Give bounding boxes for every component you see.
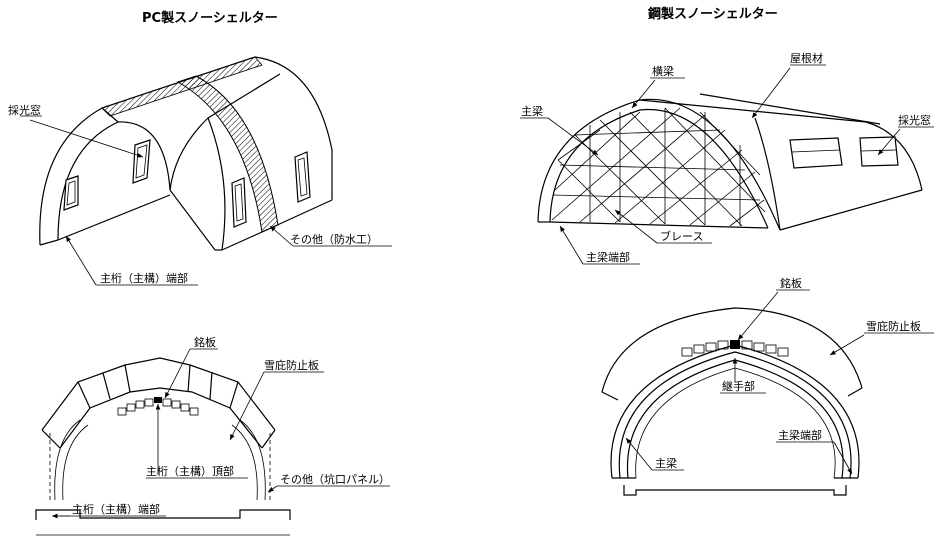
steel-joint-label: 継手部 <box>722 379 755 393</box>
steel-mainbeam-sec-label: 主梁 <box>655 456 677 470</box>
pc-girder-end-sec-label: 主桁（主構）端部 <box>72 502 160 516</box>
steel-shelter-section <box>601 307 863 496</box>
steel-mainbeam-end-sec-leader <box>833 441 853 475</box>
pc-snowguard-label: 雪庇防止板 <box>264 358 319 372</box>
steel-mainbeam-sec-leader <box>625 437 653 471</box>
pc-shelter-section <box>35 357 291 536</box>
steel-mainbeam-label: 主梁 <box>521 104 543 118</box>
pc-skylight-leader <box>29 119 144 158</box>
pc-shelter-3d <box>39 56 333 251</box>
pc-other-portal-label: その他（坑口パネル） <box>280 472 390 486</box>
pc-nameplate-leader <box>164 348 191 399</box>
steel-nameplate-leader <box>737 291 779 341</box>
steel-crossbeam-leader <box>631 79 656 109</box>
pc-girder-top-label: 主桁（主構）頂部 <box>146 464 234 478</box>
pc-skylight-label: 採光窓 <box>8 103 41 117</box>
steel-mainbeam-end-leader <box>559 225 584 265</box>
steel-skylight-label: 採光窓 <box>898 113 931 127</box>
steel-mainbeam-leader <box>547 117 599 156</box>
steel-skylight-leader <box>877 128 901 156</box>
pc-snowguard-leader <box>229 371 265 441</box>
steel-crossbeam-label: 横梁 <box>652 64 674 78</box>
pc-nameplate-label: 銘板 <box>194 335 216 349</box>
steel-roof-label: 屋根材 <box>790 51 823 65</box>
steel-brace-label: ブレース <box>660 229 703 243</box>
pc-girder-end-label: 主桁（主構）端部 <box>100 271 188 285</box>
pc-other-label: その他（防水工） <box>290 232 378 246</box>
steel-brace-leader <box>614 209 658 244</box>
steel-snowguard-leader <box>829 334 865 356</box>
steel-mainbeam-end-sec-label: 主梁端部 <box>778 428 822 442</box>
pc-girder-end-leader <box>65 235 97 286</box>
steel-nameplate-label: 銘板 <box>780 276 802 290</box>
pc-other-portal-leader <box>267 485 278 493</box>
steel-roof-leader <box>751 67 791 119</box>
steel-snowguard-label: 雪庇防止板 <box>866 319 921 333</box>
steel-shelter-3d <box>537 93 923 231</box>
steel-title: 鋼製スノーシェルター <box>647 6 778 22</box>
pc-title: PC製スノーシェルター <box>142 10 278 26</box>
pc-other-leader <box>269 225 294 247</box>
steel-mainbeam-end-label: 主梁端部 <box>586 250 630 264</box>
